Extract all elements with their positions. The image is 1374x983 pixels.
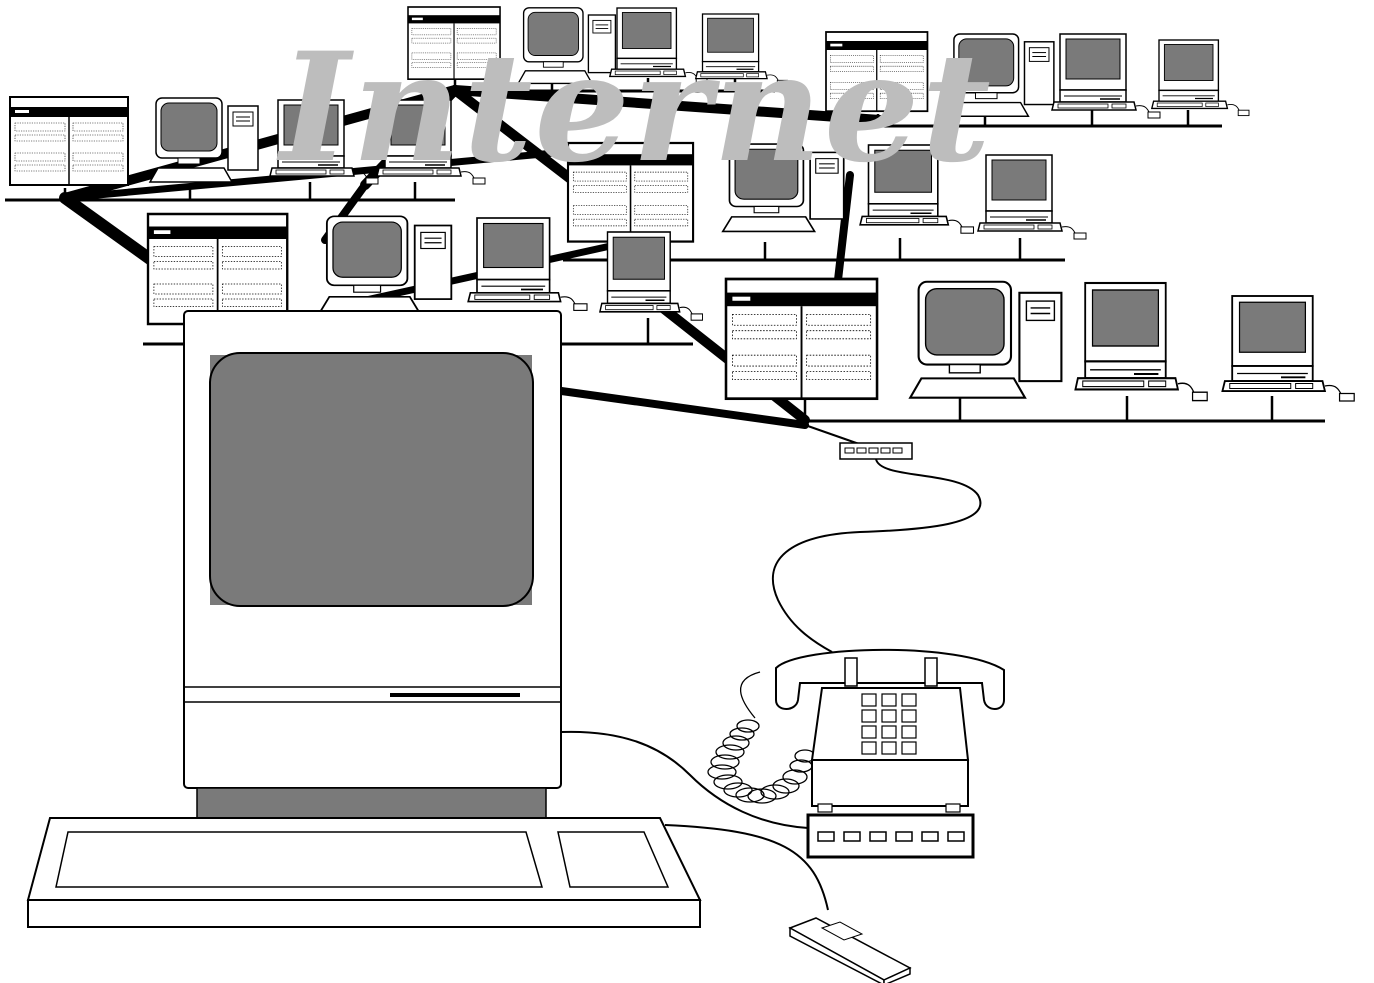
compact-computer-icon [1051,33,1161,119]
monitor-screen [209,352,534,607]
compact-computer-icon [1074,281,1209,402]
server-rack-icon [9,96,129,186]
desktop-computer-icon [149,97,259,183]
desktop-computer-icon [909,280,1063,399]
desktop-computer-icon [318,215,453,314]
compact-computer-icon [1221,295,1356,402]
modem-icon [806,813,975,859]
telephone-icon [707,648,1005,813]
lan-drops [63,78,1274,421]
mouse-cable [664,824,829,911]
hub-icon [804,424,913,460]
compact-computer-icon [977,154,1087,240]
compact-computer-icon [599,231,704,321]
modem-cable [560,730,809,829]
phone-line-cable [772,458,982,653]
lan-bus-lines [5,89,1325,423]
compact-computer-icon [1151,39,1250,117]
main-computer [26,310,702,928]
internet-title: Internet [276,20,993,196]
mouse-icon [788,917,912,983]
server-rack-icon [146,212,289,326]
keyboard-icon [26,817,702,928]
server-rack-icon [724,277,879,401]
